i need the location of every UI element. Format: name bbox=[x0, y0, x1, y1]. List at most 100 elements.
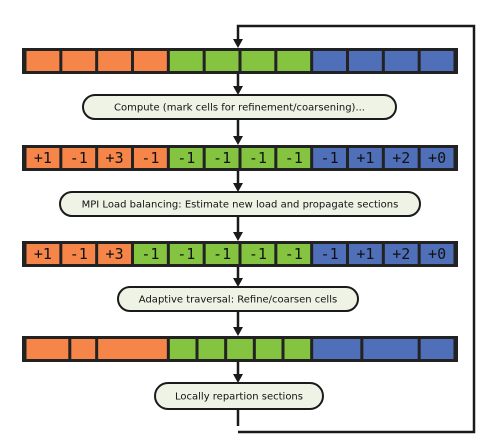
cell-value: -1 bbox=[285, 149, 303, 167]
cell-fill bbox=[205, 244, 239, 264]
cell-fill bbox=[420, 244, 454, 264]
cell-fill bbox=[241, 51, 275, 71]
cell bbox=[169, 51, 203, 71]
arrow-head-icon bbox=[233, 374, 243, 383]
cell-fill bbox=[62, 148, 96, 168]
step-box: Locally repartion sections bbox=[154, 382, 324, 410]
cell-fill bbox=[62, 244, 96, 264]
cell-value: +3 bbox=[106, 245, 124, 263]
cell-value: +1 bbox=[356, 149, 374, 167]
cell bbox=[62, 51, 96, 71]
cell-fill bbox=[134, 51, 167, 71]
cell-value: +0 bbox=[428, 245, 446, 263]
cell-fill bbox=[349, 244, 382, 264]
cell: -1 bbox=[62, 244, 96, 264]
arrow-head-icon bbox=[233, 136, 243, 145]
cell-fill bbox=[384, 148, 418, 168]
cell-value: +2 bbox=[392, 245, 410, 263]
cell-fill bbox=[62, 51, 96, 71]
cell bbox=[169, 339, 196, 359]
cell-fill bbox=[169, 51, 203, 71]
cell bbox=[26, 339, 69, 359]
cell-fill bbox=[349, 148, 382, 168]
step-box-shape bbox=[154, 382, 324, 410]
cell-fill bbox=[205, 51, 239, 71]
cell-fill bbox=[420, 339, 454, 359]
cell-value: -1 bbox=[141, 149, 159, 167]
cell bbox=[98, 339, 167, 359]
cell: -1 bbox=[169, 148, 203, 168]
cell: -1 bbox=[205, 148, 239, 168]
cell-value: +3 bbox=[106, 149, 124, 167]
cell-value: -1 bbox=[321, 245, 339, 263]
cell-fill bbox=[277, 51, 311, 71]
cell-fill bbox=[134, 244, 167, 264]
cell-fill bbox=[205, 148, 239, 168]
flow-lines bbox=[233, 24, 476, 434]
cell bbox=[205, 51, 239, 71]
cell-fill bbox=[363, 339, 418, 359]
cell-fill bbox=[98, 244, 131, 264]
arrow-head-icon bbox=[233, 183, 243, 192]
cell: -1 bbox=[241, 244, 275, 264]
cell: -1 bbox=[313, 244, 346, 264]
cell-fill bbox=[384, 244, 418, 264]
step-label: MPI Load balancing: Estimate new load an… bbox=[82, 200, 399, 211]
cell-fill bbox=[98, 339, 167, 359]
cell-fill bbox=[134, 148, 167, 168]
cell-value: -1 bbox=[285, 245, 303, 263]
cell-rows: +1 -1 +3 -1 -1 -1 -1 -1 -1 +1 +2 +0 +1 -1 +3 -1 -1 -1 -1 -1… bbox=[22, 48, 458, 362]
cell-fill bbox=[26, 148, 60, 168]
cell-fill bbox=[420, 148, 454, 168]
cell bbox=[227, 339, 253, 359]
cell-fill bbox=[349, 51, 382, 71]
cell bbox=[313, 51, 346, 71]
cell-fill bbox=[71, 339, 96, 359]
cell: +3 bbox=[98, 244, 131, 264]
arrow-head-icon bbox=[233, 86, 243, 95]
cell-value: -1 bbox=[177, 149, 195, 167]
cell-fill bbox=[277, 148, 311, 168]
step-box: MPI Load balancing: Estimate new load an… bbox=[59, 191, 421, 217]
cell-fill bbox=[169, 244, 203, 264]
cell: -1 bbox=[277, 148, 311, 168]
cell-value: -1 bbox=[141, 245, 159, 263]
cell bbox=[241, 51, 275, 71]
cell bbox=[420, 51, 454, 71]
cell-fill bbox=[241, 148, 275, 168]
cell-value: +1 bbox=[34, 149, 52, 167]
cell bbox=[277, 51, 311, 71]
cell: +1 bbox=[349, 244, 382, 264]
cell-value: -1 bbox=[249, 149, 267, 167]
cell: -1 bbox=[62, 148, 96, 168]
cell-fill bbox=[98, 51, 131, 71]
step-label: Adaptive traversal: Refine/coarsen cells bbox=[139, 295, 337, 306]
cell: +1 bbox=[349, 148, 382, 168]
cell-fill bbox=[420, 51, 454, 71]
cell bbox=[313, 339, 361, 359]
step-label: Compute (mark cells for refinement/coars… bbox=[114, 103, 365, 114]
cell: -1 bbox=[205, 244, 239, 264]
cell-fill bbox=[384, 51, 418, 71]
cell: +0 bbox=[420, 148, 454, 168]
arrow-head-icon bbox=[233, 278, 243, 287]
cell: -1 bbox=[241, 148, 275, 168]
cell: +1 bbox=[26, 148, 60, 168]
step-boxes: Compute (mark cells for refinement/coars… bbox=[59, 94, 421, 410]
cell bbox=[255, 339, 282, 359]
cell-fill bbox=[26, 244, 60, 264]
cell: -1 bbox=[313, 148, 346, 168]
cell-value: -1 bbox=[249, 245, 267, 263]
cell bbox=[134, 51, 167, 71]
cell-value: +0 bbox=[428, 149, 446, 167]
cell-fill bbox=[313, 148, 346, 168]
cell: -1 bbox=[277, 244, 311, 264]
step-box: Compute (mark cells for refinement/coars… bbox=[82, 94, 397, 120]
cell: +0 bbox=[420, 244, 454, 264]
step-box-shape bbox=[82, 94, 397, 120]
cell bbox=[71, 339, 96, 359]
cell bbox=[98, 51, 131, 71]
cell-fill bbox=[227, 339, 253, 359]
cell bbox=[349, 51, 382, 71]
cell-value: -1 bbox=[70, 149, 88, 167]
